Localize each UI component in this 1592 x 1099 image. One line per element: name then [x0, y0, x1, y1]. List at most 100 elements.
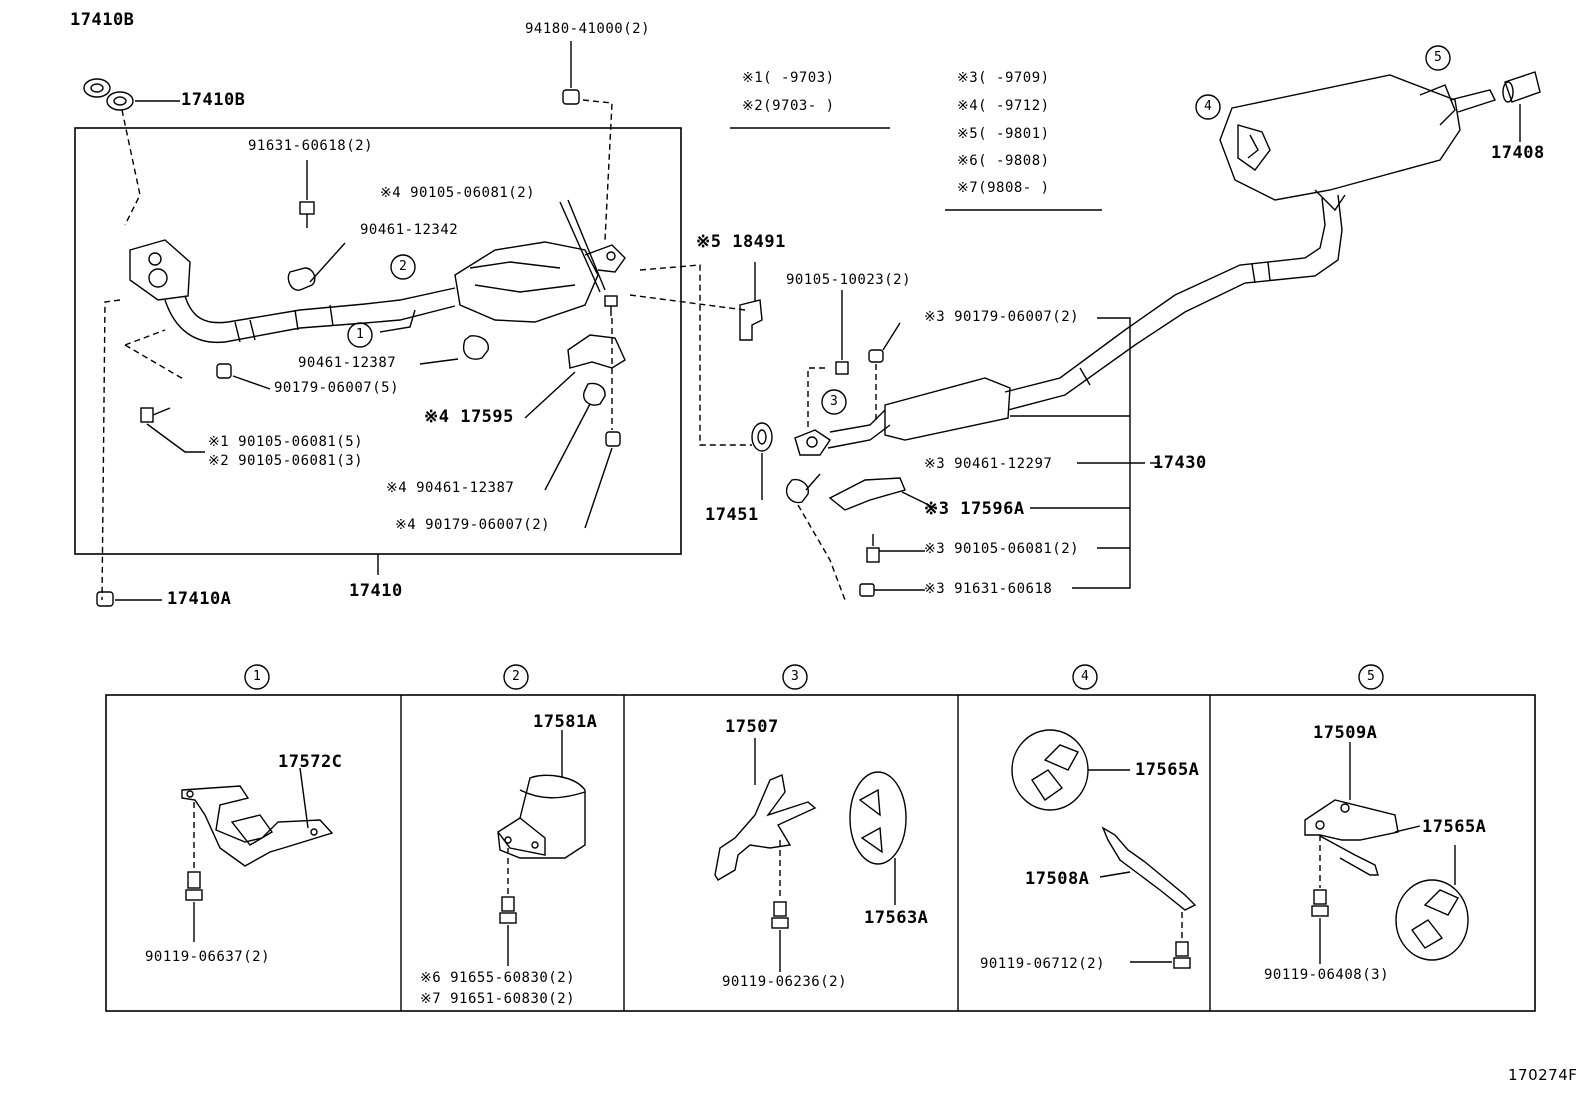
main-muffler-icon [1219, 74, 1496, 212]
leader-dashed [101, 109, 752, 601]
bolt-icon [299, 160, 315, 228]
nut-icon [562, 41, 613, 241]
label-17508a: 17508A [1025, 869, 1090, 889]
label-17451: 17451 [705, 505, 759, 525]
bracket-17581a-icon [497, 730, 586, 859]
legend-s7: ※7(9808- ) [957, 180, 1050, 196]
label-90105-10023: 90105-10023(2) [786, 272, 912, 288]
detail-panels-frame [105, 694, 1536, 1012]
label-17410: 17410 [349, 581, 403, 601]
label-91631-60618: 91631-60618(2) [248, 138, 374, 154]
bolt-icon [771, 840, 789, 972]
label-s1-90105-06081: ※1 90105-06081(5) [208, 434, 364, 450]
clamp-icon [287, 242, 346, 291]
legend-s2: ※2(9703- ) [742, 98, 835, 114]
bolt-icon [807, 290, 849, 430]
bolt-icon [866, 534, 925, 563]
label-90461-12342: 90461-12342 [360, 222, 459, 238]
label-s3-17596a: ※3 17596A [924, 499, 1025, 519]
front-exhaust-pipe-icon [129, 239, 626, 344]
clamp-icon [419, 335, 489, 365]
label-17408: 17408 [1491, 143, 1545, 163]
panel-5-callout: 5 [1367, 669, 1376, 684]
rubber-hanger-17563a-icon [849, 771, 907, 905]
label-17507: 17507 [725, 717, 779, 737]
label-17410b-side: 17410B [181, 90, 246, 110]
callout-3-text: 3 [830, 394, 839, 409]
gasket-17410b-icon [83, 78, 180, 111]
panel-3-callout: 3 [791, 669, 800, 684]
label-17410b-top: 17410B [70, 10, 135, 30]
rubber-hanger-17565a-icon [1395, 845, 1469, 961]
label-90119-06236: 90119-06236(2) [722, 974, 848, 990]
bracket-17508a-icon [1099, 826, 1197, 911]
legend-s5: ※5( -9801) [957, 126, 1050, 142]
label-s3-91631-60618: ※3 91631-60618 [924, 581, 1053, 597]
label-17410a: 17410A [167, 589, 232, 609]
label-17430: 17430 [1153, 453, 1207, 473]
label-s2-90105-06081: ※2 90105-06081(3) [208, 453, 364, 469]
label-17581a: 17581A [533, 712, 598, 732]
panel-2-callout: 2 [512, 669, 521, 684]
nut-icon [868, 322, 901, 420]
label-90119-06712: 90119-06712(2) [980, 956, 1106, 972]
label-s3-90461-12297: ※3 90461-12297 [924, 456, 1053, 472]
label-17565a-p4: 17565A [1135, 760, 1200, 780]
label-90179-06007-5: 90179-06007(5) [274, 380, 400, 396]
label-s7-91651-60830: ※7 91651-60830(2) [420, 991, 576, 1007]
heat-insulator-icon [828, 477, 936, 511]
nut-icon [584, 431, 621, 529]
bolt-icon [1130, 912, 1191, 969]
bolt-icon [185, 802, 203, 942]
legend-s3: ※3( -9709) [957, 70, 1050, 86]
leader-line [559, 201, 601, 293]
callout-circle [244, 45, 1451, 690]
assembly-17410-frame [74, 127, 682, 555]
bolt-icon [1311, 835, 1329, 964]
label-s4-90179-06007: ※4 90179-06007(2) [395, 517, 551, 533]
tail-pipe-end-17408-icon [1502, 71, 1541, 142]
rubber-hanger-17565a-icon [1011, 729, 1130, 811]
bolt-icon [859, 583, 925, 597]
nut-icon [216, 363, 271, 390]
panel-1-callout: 1 [253, 669, 262, 684]
label-17565a-p5: 17565A [1422, 817, 1487, 837]
leader-bracket [1010, 317, 1160, 589]
label-94180-41000: 94180-41000(2) [525, 21, 651, 37]
bolt-icon [499, 848, 517, 966]
callout-1-text: 1 [356, 327, 365, 342]
label-s3-90105-06081: ※3 90105-06081(2) [924, 541, 1080, 557]
label-s4-90105-06081: ※4 90105-06081(2) [380, 185, 536, 201]
bracket-17507-icon [714, 738, 817, 881]
bracket-17509a-icon [1304, 742, 1421, 876]
tail-pipe-assembly-icon [794, 194, 1343, 456]
panel-4-callout: 4 [1081, 669, 1090, 684]
label-90119-06408: 90119-06408(3) [1264, 967, 1390, 983]
label-90119-06637: 90119-06637(2) [145, 949, 271, 965]
bolt-icon [567, 199, 618, 316]
label-17572c: 17572C [278, 752, 343, 772]
label-s5-18491: ※5 18491 [696, 232, 786, 252]
legend-s6: ※6( -9808) [957, 153, 1050, 169]
callout-2-text: 2 [399, 259, 408, 274]
label-s3-90179-06007: ※3 90179-06007(2) [924, 309, 1080, 325]
callout-4-text: 4 [1204, 99, 1213, 114]
label-s6-91655-60830: ※6 91655-60830(2) [420, 970, 576, 986]
clamp-icon [544, 382, 606, 491]
label-90461-12387: 90461-12387 [298, 355, 397, 371]
label-17563a: 17563A [864, 908, 929, 928]
legend-s4: ※4( -9712) [957, 98, 1050, 114]
bracket-18491-icon [739, 262, 763, 341]
clamp-icon [785, 473, 846, 601]
bracket-17572c-icon [181, 767, 334, 867]
callout-5-text: 5 [1434, 50, 1443, 65]
bolt-icon [140, 407, 205, 453]
legend-s1: ※1( -9703) [742, 70, 835, 86]
figure-id: 170274F [1508, 1066, 1578, 1084]
nut-icon [96, 591, 162, 607]
label-s4-17595: ※4 17595 [424, 407, 514, 427]
label-s4-90461-12387: ※4 90461-12387 [386, 480, 515, 496]
gasket-17451-icon [751, 422, 773, 500]
label-17509a: 17509A [1313, 723, 1378, 743]
